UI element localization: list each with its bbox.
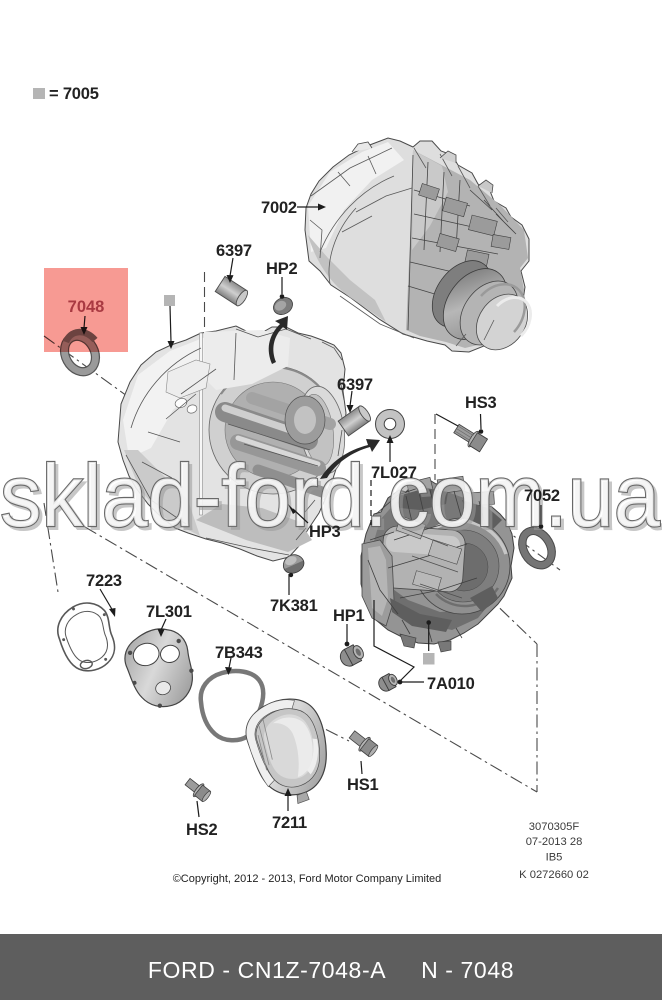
svg-text:= 7005: = 7005 (49, 85, 99, 103)
svg-text:7048: 7048 (68, 298, 105, 316)
svg-text:IB5: IB5 (546, 852, 563, 864)
svg-text:7B343: 7B343 (215, 644, 263, 662)
svg-text:©Copyright, 2012 - 2013, Ford: ©Copyright, 2012 - 2013, Ford Motor Comp… (173, 873, 442, 885)
svg-text:6397: 6397 (216, 242, 252, 260)
svg-text:sklad-ford.com.ua: sklad-ford.com.ua (0, 446, 660, 545)
svg-text:7L301: 7L301 (146, 603, 192, 621)
svg-text:6397: 6397 (337, 376, 373, 394)
svg-text:3070305F: 3070305F (529, 821, 580, 833)
svg-text:07-2013 28: 07-2013 28 (526, 836, 583, 848)
svg-text:7002: 7002 (261, 199, 297, 217)
svg-text:7L027: 7L027 (371, 464, 417, 482)
svg-text:7A010: 7A010 (427, 675, 475, 693)
svg-text:7K381: 7K381 (270, 597, 318, 615)
svg-text:HS3: HS3 (465, 394, 497, 412)
svg-text:K 0272660 02: K 0272660 02 (519, 869, 589, 881)
svg-text:HP2: HP2 (266, 260, 298, 278)
svg-text:HP1: HP1 (333, 607, 365, 625)
svg-text:HS1: HS1 (347, 776, 379, 794)
svg-text:HS2: HS2 (186, 821, 218, 839)
svg-text:7211: 7211 (272, 814, 307, 832)
svg-text:7223: 7223 (86, 572, 122, 590)
svg-text:HP3: HP3 (309, 523, 341, 541)
svg-text:7052: 7052 (524, 487, 560, 505)
